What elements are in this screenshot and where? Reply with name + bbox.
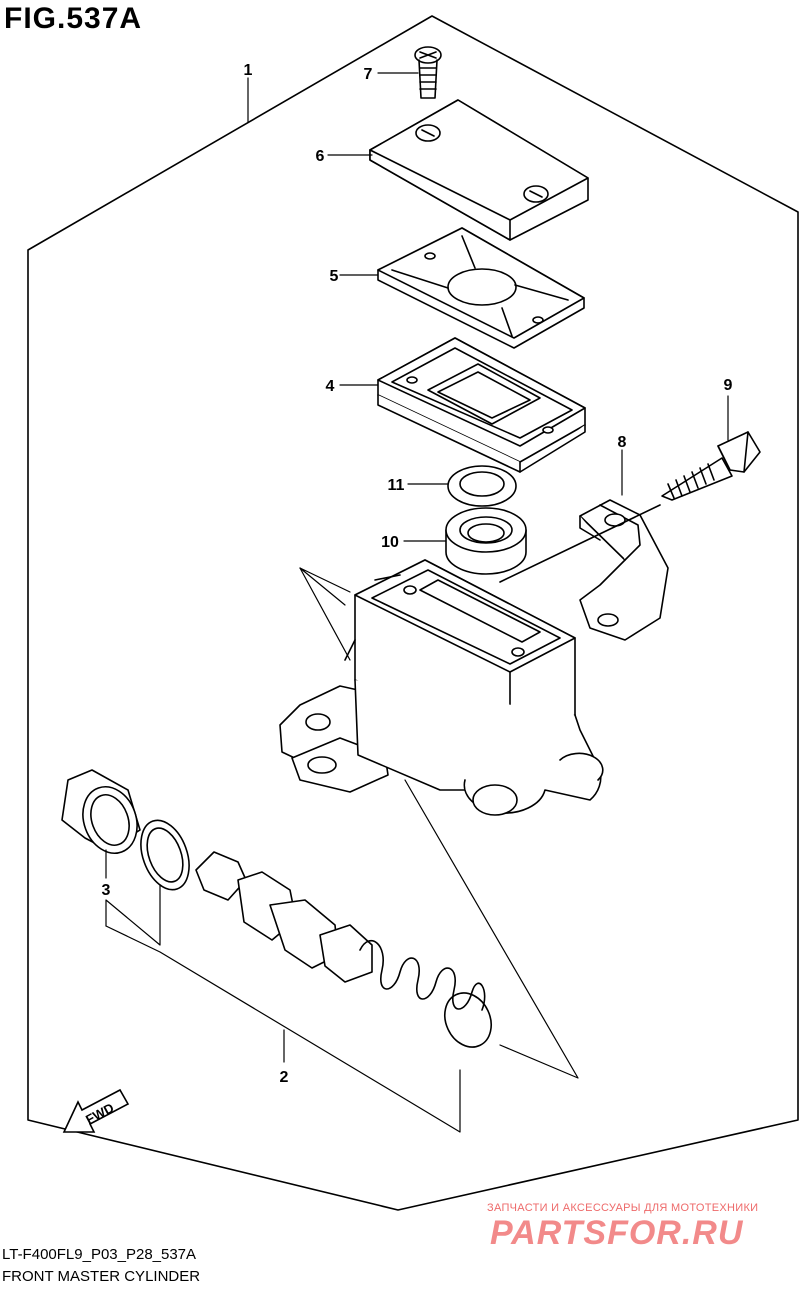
diagram-name: FRONT MASTER CYLINDER [2,1268,201,1285]
callout-8: 8 [618,434,627,451]
figure-title: FIG.537A [4,2,143,35]
callout-4: 4 [326,378,335,395]
part-4-diaphragm [377,337,586,473]
part-8-clamp [579,499,669,641]
part-10-bushing [445,507,527,575]
master-cylinder-body [279,559,604,816]
part-7-screw [414,46,442,99]
fwd-arrow-icon: FWD [62,1088,130,1133]
watermark-tagline: ЗАПЧАСТИ И АКСЕССУАРЫ ДЛЯ МОТОТЕХНИКИ [487,1202,759,1214]
leader-lines [105,72,729,1133]
callout-2: 2 [280,1069,289,1086]
part-2-spring [359,939,492,1048]
part-2-piston [195,851,373,983]
callout-11: 11 [388,477,405,494]
watermark-logo: PARTSFOR.RU [490,1214,744,1252]
callout-3: 3 [102,882,111,899]
callout-6: 6 [316,148,325,165]
part-3-circlip [140,819,190,891]
fwd-label: FWD [83,1100,116,1127]
callout-9: 9 [724,377,733,394]
callout-5: 5 [330,268,339,285]
part-9-bolt [661,431,761,501]
part-6-cover [369,99,589,241]
part-11-oring [447,465,517,507]
part-3-boot [61,769,141,854]
assembly-outline [27,15,799,1211]
callout-7: 7 [364,66,373,83]
callout-1: 1 [244,62,253,79]
centerline-8-9 [499,504,661,583]
callout-10: 10 [381,534,399,551]
part-5-plate [377,227,585,349]
diagram-code: LT-F400FL9_P03_P28_537A [2,1246,197,1263]
